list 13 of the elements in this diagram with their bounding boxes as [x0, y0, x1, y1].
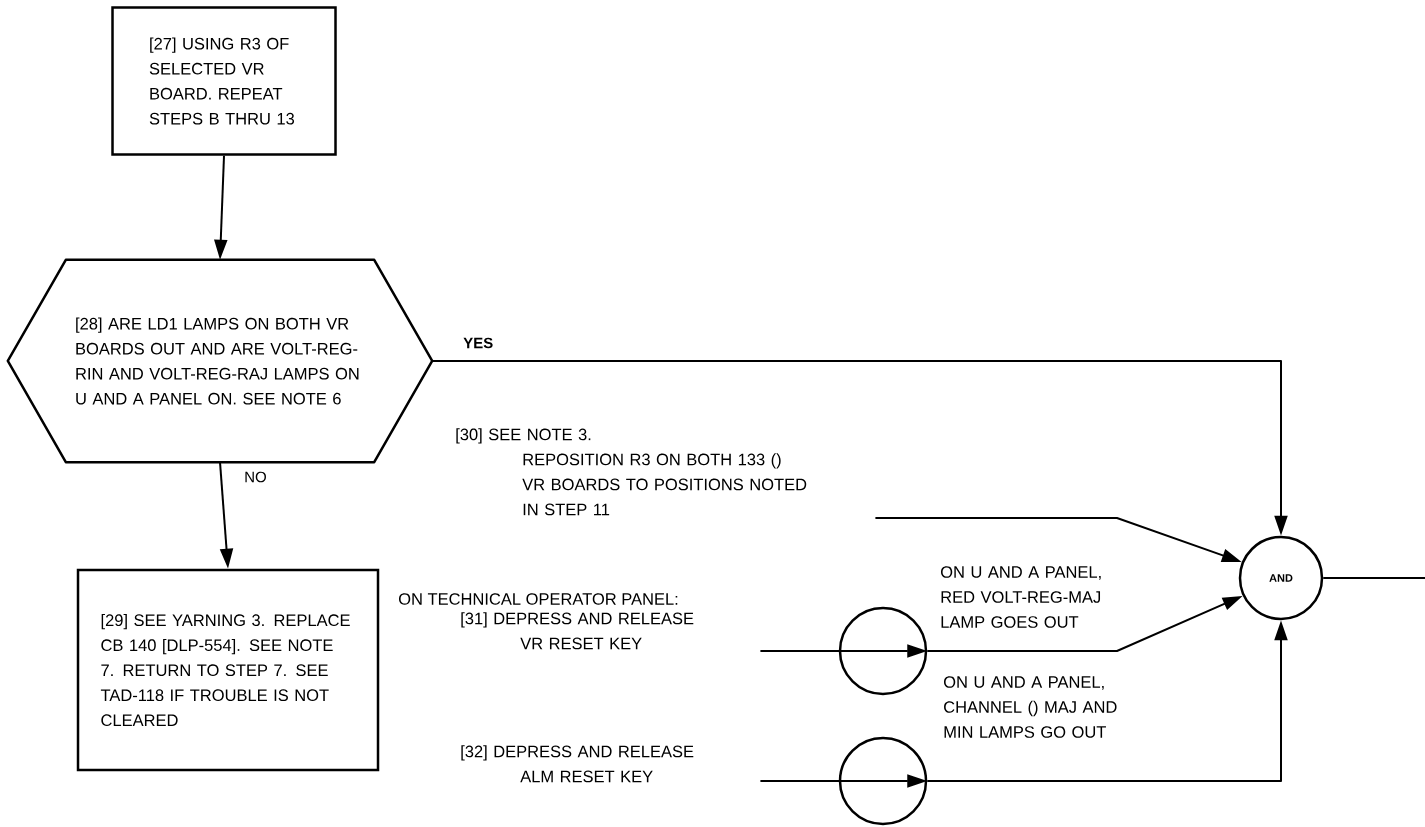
step-text: [30] SEE NOTE 3. REPOSITION R3 ON BOTH 133 () VR BOARDS TO POSITIONS NOTED IN STEP 11 — [456, 428, 807, 516]
annotation-text: ON U AND A PANEL, CHANNEL () MAJ AND MIN LAMPS GO OUT — [944, 676, 1117, 738]
step-text: [32] DEPRESS AND RELEASE ALM RESET KEY — [461, 745, 694, 783]
circle-symbol — [838, 736, 928, 826]
annotation-text: ON U AND A PANEL, RED VOLT-REG-MAJ LAMP GOES OUT — [941, 566, 1101, 628]
edge-label: YES — [462, 336, 495, 350]
edge-label: NO — [243, 470, 268, 484]
step-text: [31] DEPRESS AND RELEASE VR RESET KEY — [461, 612, 694, 650]
process-box: [27] USING R3 OF SELECTED VR BOARD. REPEAT STEPS B THRU 13 — [111, 6, 337, 156]
decision-hexagon: [28] ARE LD1 LAMPS ON BOTH VR BOARDS OUT AND ARE VOLT-REG-RIN AND VOLT-REG-RAJ LAMPS ON U AND A PANEL ON. SEE NOTE 6 — [6, 258, 434, 464]
circle-symbol — [838, 606, 928, 696]
heading-text: ON TECHNICAL OPERATOR PANEL: — [399, 593, 678, 605]
process-box: [29] SEE YARNING 3. REPLACE CB 140 [DLP-554]. SEE NOTE 7. RETURN TO STEP 7. SEE TAD-118 IF TROUBLE IS NOT CLEARED — [76, 568, 380, 772]
